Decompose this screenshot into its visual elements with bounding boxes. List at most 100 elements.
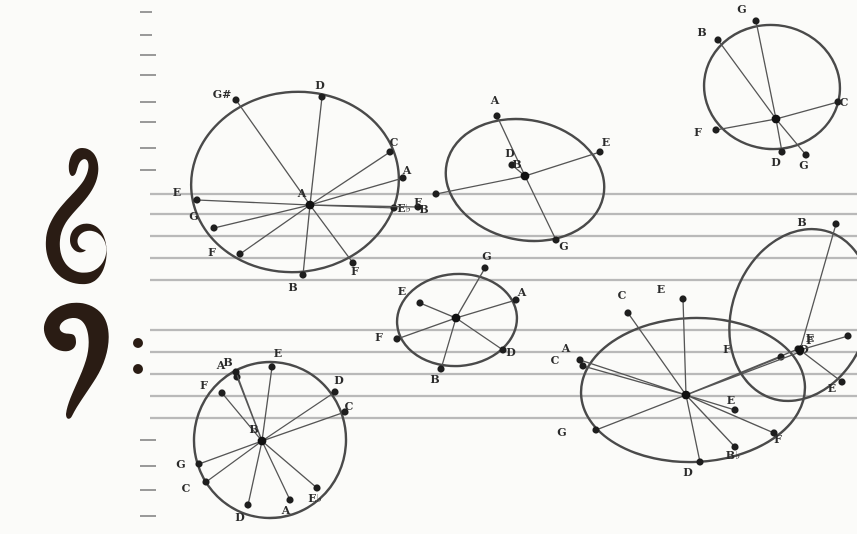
note-point — [481, 264, 488, 271]
note-label: E — [173, 186, 181, 199]
connector-line — [248, 441, 262, 505]
hub-point — [521, 172, 530, 181]
note-point — [393, 335, 400, 342]
note-label: F — [774, 433, 782, 446]
note-label: C — [618, 289, 627, 302]
hub-point — [258, 437, 267, 446]
note-point — [202, 478, 209, 485]
note-point — [802, 151, 809, 158]
connector-line — [525, 152, 600, 176]
connector-line — [525, 176, 556, 240]
note-label: F — [806, 334, 814, 347]
note-point — [313, 484, 320, 491]
note-label: E — [602, 136, 610, 149]
note-label: E — [657, 283, 665, 296]
note-point — [232, 368, 239, 375]
note-point — [193, 196, 200, 203]
note-point — [752, 17, 759, 24]
ledger-marks — [140, 12, 156, 516]
note-label: E — [727, 394, 735, 407]
hub-point — [772, 115, 781, 124]
connector-line — [199, 441, 262, 464]
note-point — [838, 378, 845, 385]
connector-line — [214, 205, 310, 228]
note-point — [493, 112, 500, 119]
note-label: C — [551, 354, 560, 367]
note-point — [432, 190, 439, 197]
connector-line — [397, 318, 456, 339]
note-point — [210, 224, 217, 231]
note-label: F — [694, 126, 702, 139]
connector-line — [776, 102, 838, 119]
note-label: E — [274, 347, 282, 360]
hub-point — [682, 391, 691, 400]
connector-line — [262, 367, 272, 441]
note-point — [195, 460, 202, 467]
connector-line — [686, 395, 700, 462]
connector-line — [683, 299, 686, 395]
connector-line — [776, 119, 782, 152]
note-label: B — [697, 26, 706, 39]
note-label: E — [828, 382, 836, 395]
connector-line — [310, 178, 403, 205]
connector-line — [310, 97, 322, 205]
note-label: G — [799, 159, 808, 172]
connector-line — [436, 176, 525, 194]
connector-line — [596, 395, 686, 430]
note-label: G — [559, 240, 568, 253]
note-point — [624, 309, 631, 316]
note-label: G — [482, 250, 491, 263]
note-label: F — [375, 331, 383, 344]
note-label: A — [517, 286, 527, 299]
note-point — [268, 363, 275, 370]
note-label: D — [235, 511, 245, 524]
note-label: D — [506, 346, 516, 359]
note-label: D — [683, 466, 693, 479]
connector-line — [303, 205, 310, 275]
note-point — [218, 389, 225, 396]
note-point — [712, 126, 719, 133]
note-point — [596, 148, 603, 155]
note-point — [236, 250, 243, 257]
note-point — [416, 299, 423, 306]
hub-label: A — [297, 187, 307, 200]
connector-line — [441, 318, 456, 369]
note-label: E — [398, 285, 406, 298]
hub-point — [452, 314, 461, 323]
note-point — [299, 271, 306, 278]
note-point — [731, 406, 738, 413]
connector-line — [262, 412, 345, 441]
note-label: G — [557, 426, 566, 439]
connector-line — [628, 313, 686, 395]
note-label: A — [402, 164, 412, 177]
connector-line — [800, 350, 842, 382]
note-label: C — [182, 482, 191, 495]
connector-line — [583, 366, 686, 395]
connector-line — [197, 200, 310, 205]
note-point — [832, 220, 839, 227]
note-point — [286, 496, 293, 503]
note-label: B — [223, 356, 232, 369]
hub-label: B — [512, 158, 521, 171]
connector-line — [456, 318, 503, 350]
connector-line — [262, 441, 290, 500]
note-label: D — [315, 79, 325, 92]
note-point — [386, 148, 393, 155]
note-label: F — [208, 246, 216, 259]
note-label: F — [414, 196, 422, 209]
note-label: G — [176, 458, 185, 471]
note-label: C — [840, 96, 849, 109]
note-point — [232, 96, 239, 103]
note-label: B — [430, 373, 439, 386]
note-point — [437, 365, 444, 372]
note-label: E♭ — [397, 202, 411, 215]
note-label: G — [189, 210, 198, 223]
note-point — [244, 501, 251, 508]
note-label: D — [771, 156, 781, 169]
note-label: B — [797, 216, 806, 229]
hub-label: B — [249, 423, 258, 436]
connector-line — [262, 392, 335, 441]
